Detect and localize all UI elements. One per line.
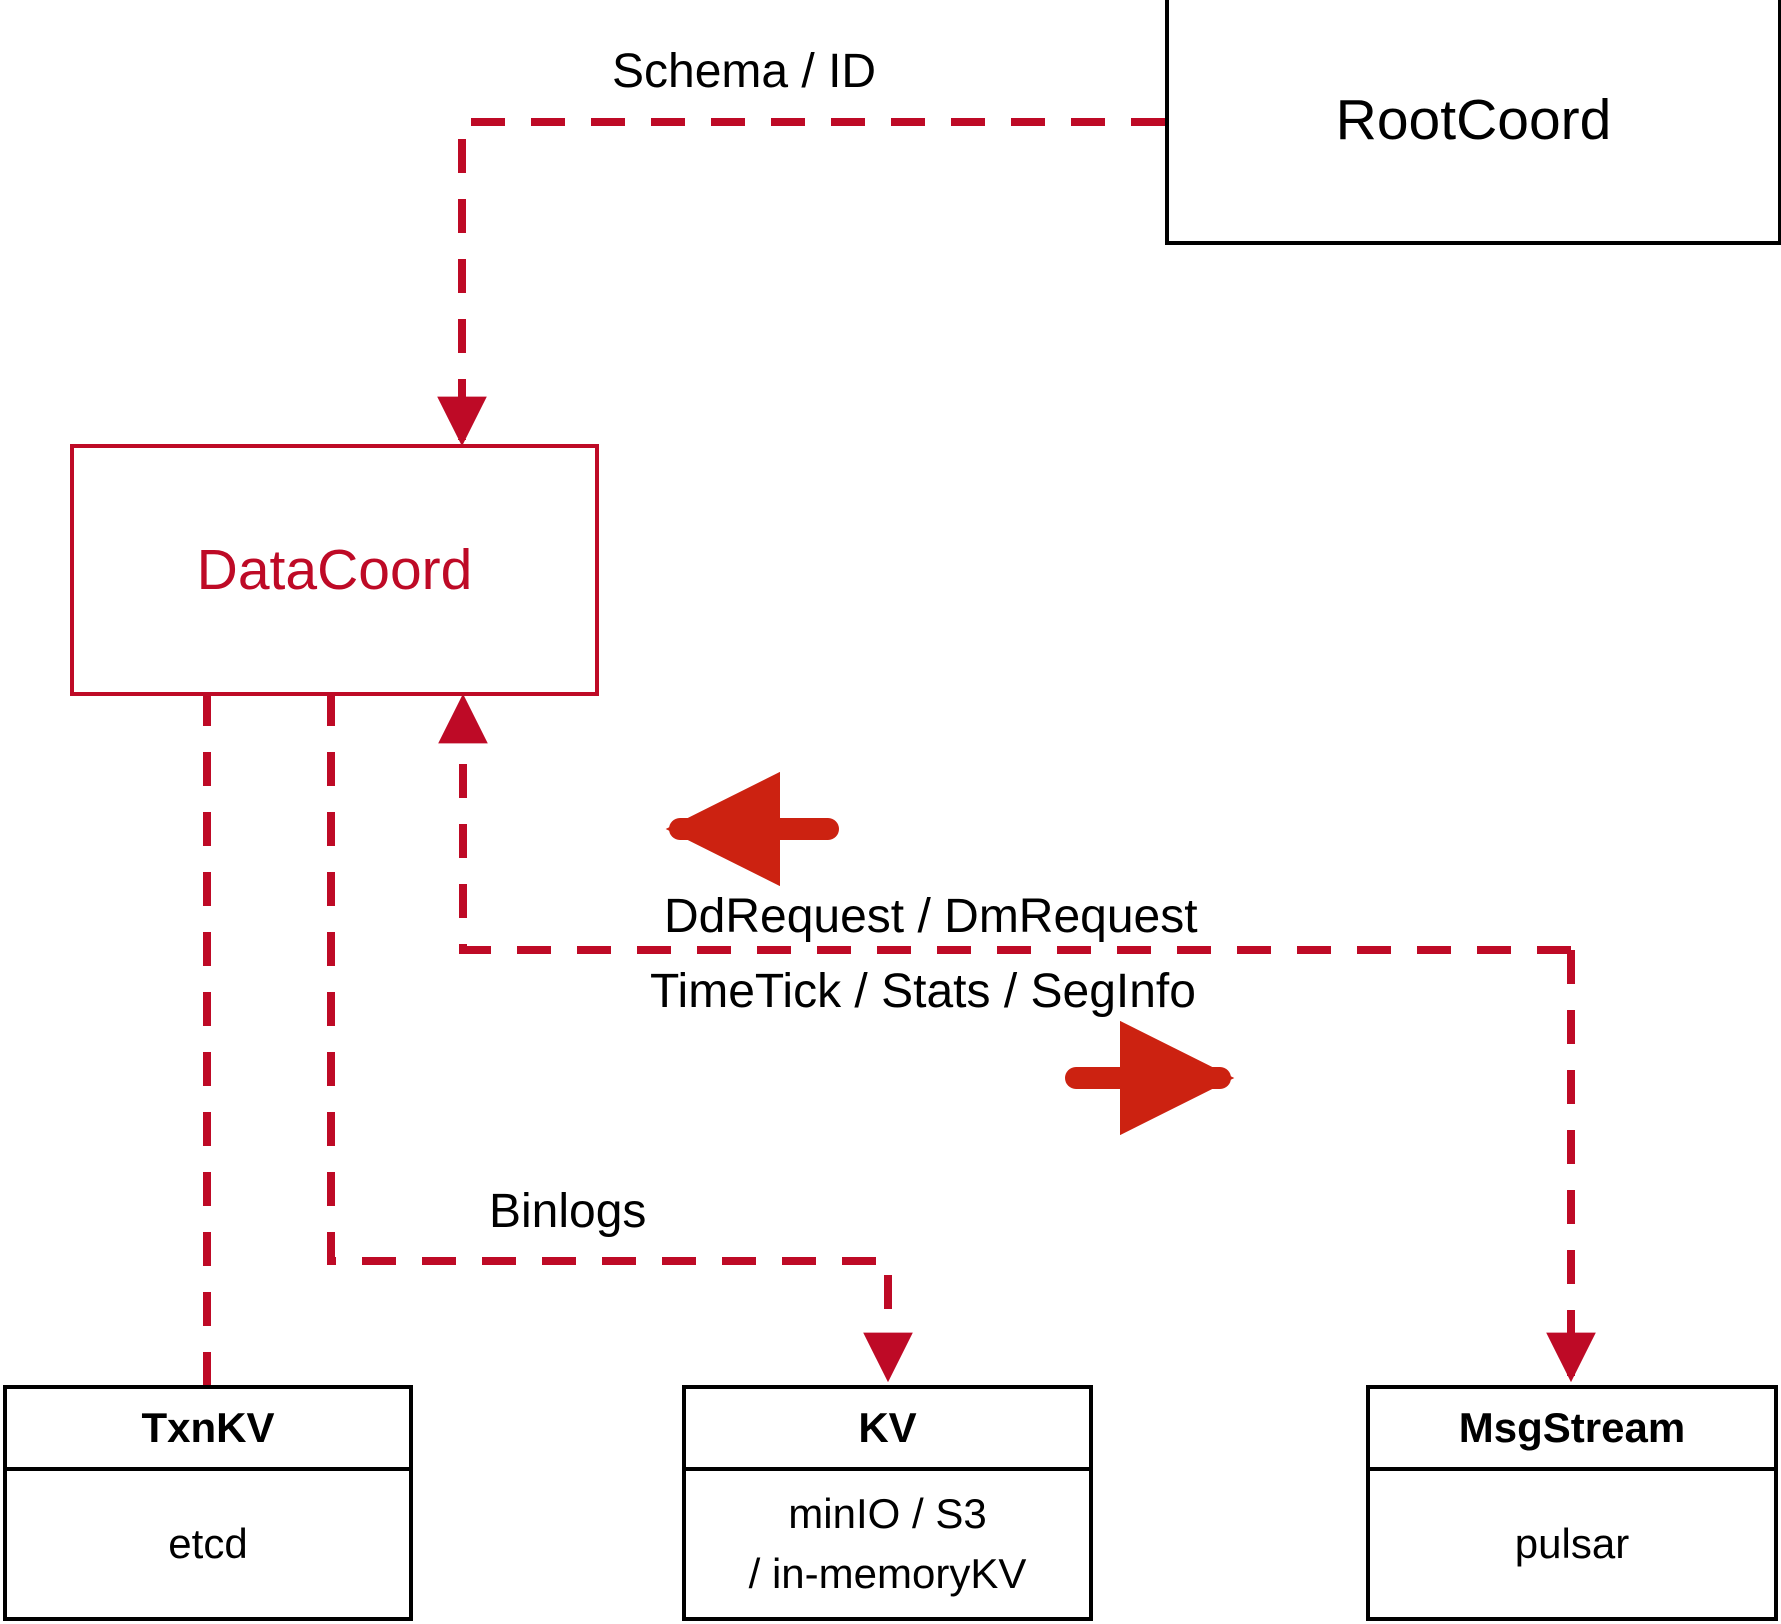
node-msgstream-body: pulsar bbox=[1370, 1471, 1774, 1617]
node-msgstream-title: MsgStream bbox=[1458, 1404, 1686, 1451]
node-kv[interactable]: KV minIO / S3 / in-memoryKV bbox=[682, 1385, 1093, 1621]
node-datacoord-title: DataCoord bbox=[196, 537, 473, 602]
node-txnkv-impl-line: etcd bbox=[168, 1520, 248, 1568]
node-kv-header: KV bbox=[686, 1389, 1089, 1471]
node-kv-body: minIO / S3 / in-memoryKV bbox=[686, 1471, 1089, 1617]
node-txnkv-header: TxnKV bbox=[7, 1389, 409, 1471]
node-kv-impl-line-2: / in-memoryKV bbox=[748, 1550, 1027, 1597]
edge-datacoord-to-kv bbox=[327, 692, 913, 1383]
edge-label-timetick-stats-seginfo: TimeTick / Stats / SegInfo bbox=[650, 965, 1196, 1018]
node-msgstream-header: MsgStream bbox=[1370, 1389, 1774, 1471]
edge-label-binlogs: Binlogs bbox=[489, 1185, 647, 1238]
node-rootcoord-title: RootCoord bbox=[1335, 88, 1612, 152]
edge-label-schema-id: Schema / ID bbox=[612, 45, 877, 98]
node-msgstream[interactable]: MsgStream pulsar bbox=[1366, 1385, 1778, 1621]
node-datacoord[interactable]: DataCoord bbox=[70, 444, 599, 696]
node-txnkv[interactable]: TxnKV etcd bbox=[3, 1385, 413, 1621]
edge-label-dd-dm-request: DdRequest / DmRequest bbox=[664, 890, 1198, 943]
node-kv-impl-line-1: minIO / S3 bbox=[788, 1490, 987, 1538]
node-msgstream-impl-line: pulsar bbox=[1514, 1520, 1630, 1568]
node-rootcoord[interactable]: RootCoord bbox=[1165, 0, 1781, 245]
edge-rootcoord-to-datacoord bbox=[437, 118, 1165, 447]
node-kv-title: KV bbox=[858, 1404, 917, 1451]
edge-msgstream-to-datacoord bbox=[438, 693, 1571, 954]
node-txnkv-body: etcd bbox=[7, 1471, 409, 1617]
node-txnkv-title: TxnKV bbox=[141, 1404, 275, 1451]
